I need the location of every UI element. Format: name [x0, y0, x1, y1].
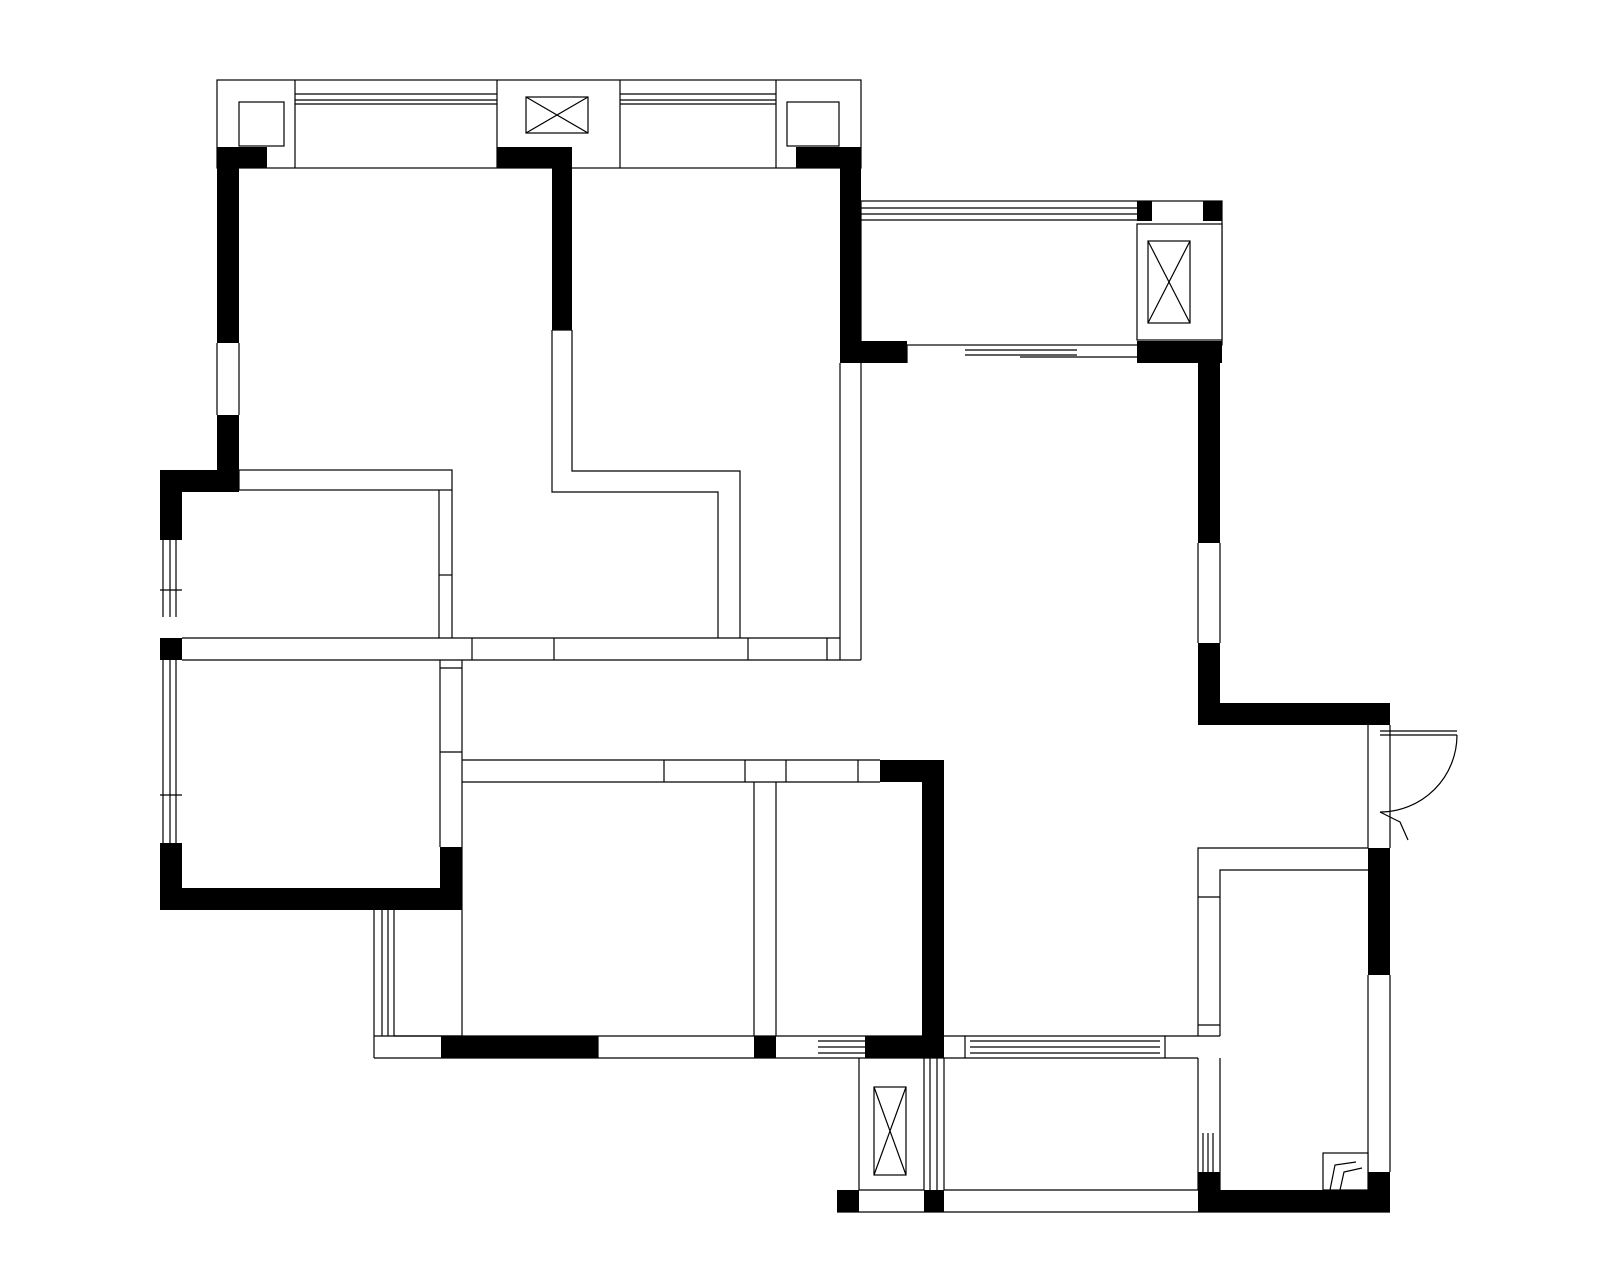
- shaft-x-icon: [525, 96, 589, 134]
- floor-drain-icon: [1322, 1152, 1369, 1191]
- shaft-x-icon: [873, 1086, 907, 1176]
- shaft-x-icon: [1147, 240, 1191, 324]
- top-left-pier: [238, 101, 285, 147]
- door-swing-icon: [1379, 730, 1458, 841]
- top-right-pier: [786, 101, 840, 147]
- walls: [160, 147, 1390, 1212]
